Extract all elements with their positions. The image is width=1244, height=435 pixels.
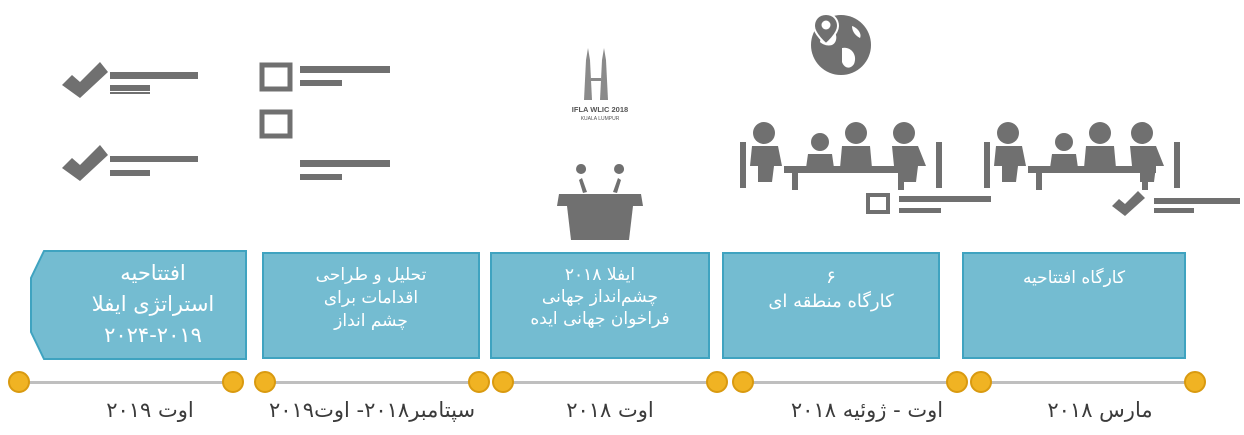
phase-1-date: مارس ۲۰۱۸ [1047, 398, 1153, 422]
timeline-dot [706, 371, 728, 393]
globe-pin-icon [811, 12, 871, 75]
phase-5-box: افتتاحیه استراتژی ایفلا ۲۰۲۴-۲۰۱۹ [58, 252, 248, 358]
checkmark-list-icon [62, 62, 198, 181]
phase-5-date: اوت ۲۰۱۹ [106, 398, 194, 422]
phase-2-date: اوت - ژوئیه ۲۰۱۸ [790, 398, 944, 422]
ifla-logo-icon: IFLA WLIC 2018 KUALA LUMPUR [572, 48, 628, 122]
timeline-dot [222, 371, 244, 393]
timeline-segment-3 [500, 381, 718, 384]
podium-icon [557, 164, 643, 240]
phase-2-text: ۶ کارگاه منطقه ای [768, 267, 894, 312]
phase-1-box: کارگاه افتتاحیه [962, 252, 1186, 359]
phase-2-box: ۶ کارگاه منطقه ای [722, 252, 940, 359]
checkmark-line-icon [1112, 191, 1240, 216]
phase-4-box: تحلیل و طراحی اقدامات برای چشم انداز [262, 252, 480, 359]
phase-3-date: اوت ۲۰۱۸ [566, 398, 654, 422]
checkbox-list-icon [259, 62, 390, 180]
phase-4-date: سپتامبر۲۰۱۸- اوت۲۰۱۹ [268, 398, 476, 422]
phase-1-text: کارگاه افتتاحیه [1022, 268, 1126, 288]
timeline-dot [8, 371, 30, 393]
phase-5-box-shape [30, 250, 247, 360]
timeline-segment-2 [742, 381, 958, 384]
checkbox-line-icon [866, 193, 991, 214]
timeline-segment-5 [22, 381, 234, 384]
timeline-dot [946, 371, 968, 393]
timeline-dot [492, 371, 514, 393]
timeline-segment-4 [264, 381, 478, 384]
timeline-dot [732, 371, 754, 393]
timeline-dot [468, 371, 490, 393]
phase-5-text: افتتاحیه استراتژی ایفلا ۲۰۲۴-۲۰۱۹ [91, 261, 215, 347]
timeline-dot [1184, 371, 1206, 393]
phase-3-text: ایفلا ۲۰۱۸ چشم‌انداز جهانی فراخوان جهانی… [530, 265, 670, 329]
phase-3-box: ایفلا ۲۰۱۸ چشم‌انداز جهانی فراخوان جهانی… [490, 252, 710, 359]
timeline-dot [254, 371, 276, 393]
phase-4-text: تحلیل و طراحی اقدامات برای چشم انداز [315, 265, 427, 331]
meeting-icon-phase2 [740, 122, 942, 190]
ifla-logo-line2: KUALA LUMPUR [581, 116, 620, 122]
timeline-segment-1 [980, 381, 1194, 384]
meeting-icon-phase1 [984, 122, 1180, 190]
timeline-dot [970, 371, 992, 393]
ifla-logo-line1: IFLA WLIC 2018 [572, 105, 628, 114]
